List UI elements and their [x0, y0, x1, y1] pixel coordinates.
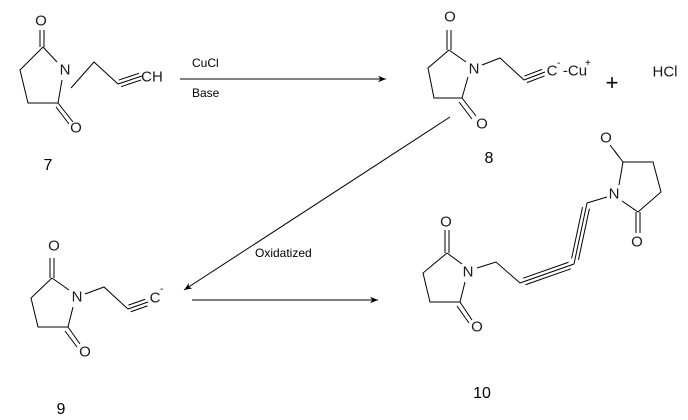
atom-nitrogen: N — [463, 264, 474, 281]
reaction-arrow-1: CuCl Base — [180, 56, 386, 100]
bond-line — [120, 79, 142, 88]
atom-oxygen: O — [631, 234, 643, 251]
atom-oxygen: O — [444, 9, 456, 26]
negative-charge: - — [557, 58, 560, 69]
plus-sign: + — [606, 70, 619, 95]
reagent-base: Base — [192, 86, 220, 100]
triple-bond — [117, 72, 143, 88]
compound-10: O N O N O O 10 — [422, 130, 662, 402]
triple-bond — [571, 202, 590, 265]
byproduct: + HCl — [606, 64, 678, 96]
atom-nitrogen: N — [609, 186, 620, 203]
bond-line — [524, 68, 543, 77]
atom-oxygen: O — [35, 13, 47, 30]
reagent-cucl: CuCl — [192, 56, 219, 70]
atom-oxygen: O — [48, 238, 60, 255]
bond-line — [130, 305, 148, 313]
bond-line — [519, 263, 575, 284]
atom-carbanion: C — [150, 290, 161, 307]
condition-oxidatized: Oxidatized — [255, 246, 312, 260]
bond-line — [117, 75, 143, 85]
compound-8: O N O C - -Cu + 8 — [427, 9, 591, 167]
bond-line — [128, 298, 146, 306]
compound-9: O N O C - 9 — [30, 238, 163, 418]
atom-nitrogen: N — [60, 62, 71, 79]
atom-oxygen: O — [440, 214, 452, 231]
bond-line — [577, 208, 590, 260]
bond-line — [571, 207, 584, 259]
atom-copper: -Cu — [563, 63, 587, 80]
triple-bond — [127, 298, 149, 313]
positive-charge: + — [585, 58, 591, 69]
compound-label-7: 7 — [44, 157, 53, 174]
atom-carbanion: C — [547, 63, 558, 80]
atom-nitrogen: N — [72, 289, 83, 306]
bond-line — [127, 301, 149, 310]
bond-line — [525, 268, 572, 286]
compound-7: O N O CH 7 — [19, 13, 163, 174]
bond-line — [526, 75, 545, 84]
triple-bond — [523, 68, 546, 84]
atom-oxygen: O — [471, 319, 483, 336]
reaction-arrow-oxidation: Oxidatized — [183, 116, 451, 291]
compound-label-8: 8 — [485, 150, 494, 167]
atom-oxygen: O — [476, 116, 488, 133]
bond-line — [523, 71, 546, 81]
triple-bond — [519, 261, 575, 286]
bond-line — [522, 261, 569, 279]
compound-label-10: 10 — [473, 385, 491, 402]
compound-label-9: 9 — [57, 401, 66, 418]
bond-line — [118, 72, 140, 81]
atom-nitrogen: N — [469, 61, 480, 78]
atom-ch: CH — [141, 69, 163, 86]
hcl: HCl — [653, 64, 678, 81]
atom-oxygen: O — [79, 344, 91, 361]
bond-line — [573, 202, 588, 265]
atom-oxygen: O — [600, 130, 612, 147]
atom-oxygen: O — [70, 120, 82, 137]
negative-charge: - — [160, 284, 163, 295]
